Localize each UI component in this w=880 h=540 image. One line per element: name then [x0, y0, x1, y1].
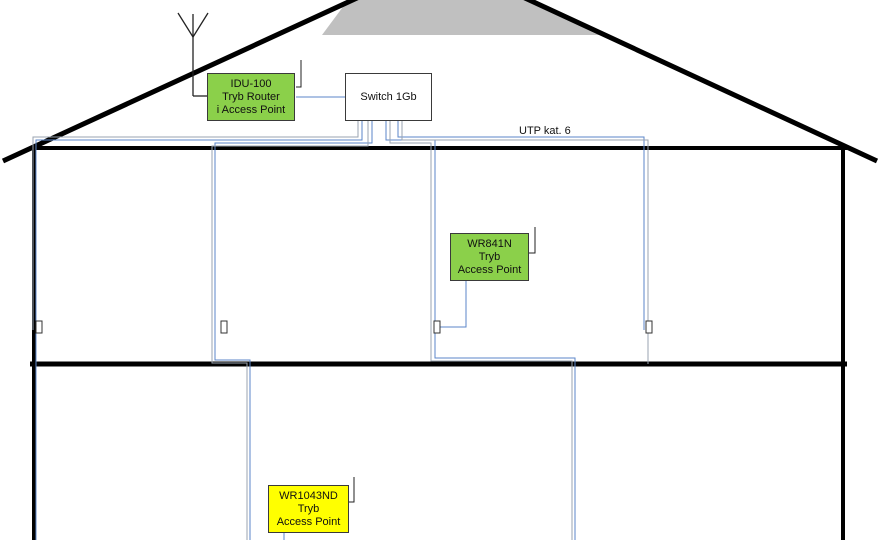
wr841n-mode: Tryb [478, 250, 501, 263]
wr841n-mode-2: Access Point [457, 263, 522, 276]
network-socket-icon [35, 320, 653, 334]
wr1043nd-device: WR1043ND Tryb Access Point [268, 485, 349, 533]
attic-vent [322, 0, 605, 35]
idu-mode: Tryb Router [222, 90, 280, 103]
idu-100-device: IDU-100 Tryb Router i Access Point [207, 73, 295, 121]
antenna-icon [177, 12, 209, 97]
idu-name: IDU-100 [230, 77, 272, 90]
roof [1, 0, 879, 164]
wr1043-callout-mark [348, 477, 355, 503]
utp-cables [32, 96, 649, 540]
idu-mode-2: i Access Point [216, 103, 286, 116]
wr841n-name: WR841N [467, 237, 512, 250]
switch-name: Switch 1Gb [360, 90, 417, 103]
wr841-callout-mark [529, 227, 536, 254]
wr1043nd-name: WR1043ND [279, 489, 338, 502]
idu-callout-mark [296, 60, 302, 88]
switch-device: Switch 1Gb [345, 73, 432, 121]
wr841n-device: WR841N Tryb Access Point [450, 233, 529, 281]
wr1043nd-mode: Tryb [297, 502, 320, 515]
utp-cable-label: UTP kat. 6 [519, 125, 571, 137]
wr1043nd-mode-2: Access Point [276, 515, 341, 528]
